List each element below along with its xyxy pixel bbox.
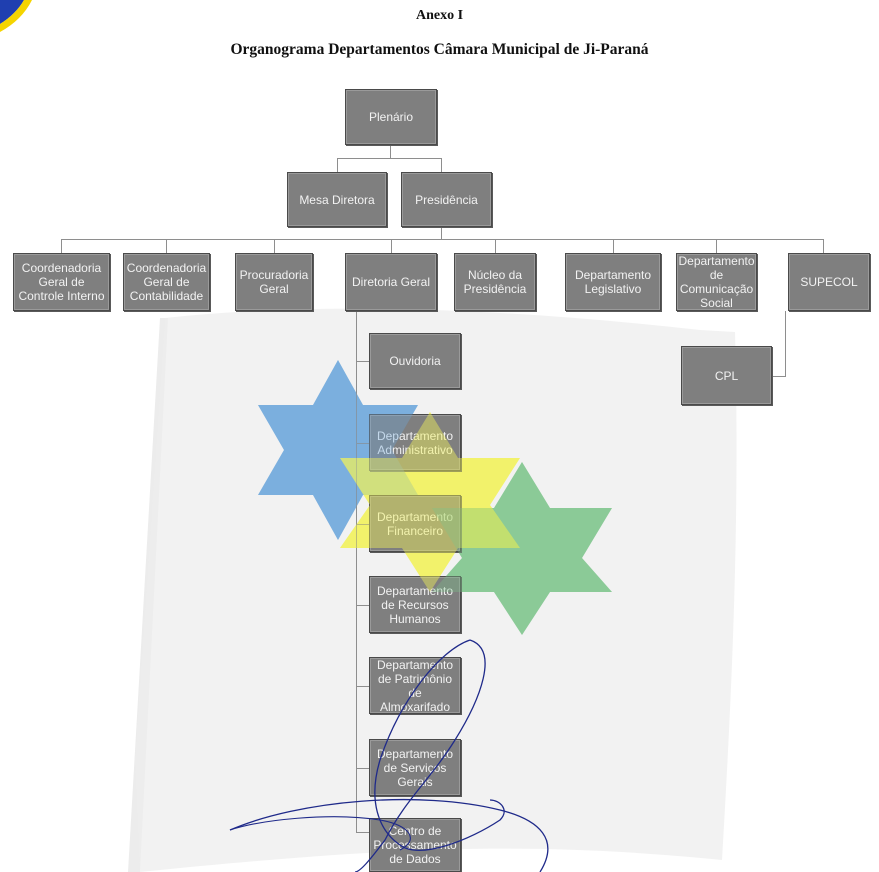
connector-line — [61, 239, 824, 240]
connector-line — [356, 443, 369, 444]
org-box-supecol[interactable]: SUPECOL — [788, 253, 870, 311]
connector-line — [166, 239, 167, 253]
org-box-dep-financeiro[interactable]: Departamento Financeiro — [369, 495, 461, 552]
org-box-mesa-diretora[interactable]: Mesa Diretora — [287, 172, 387, 227]
org-box-ouvidoria[interactable]: Ouvidoria — [369, 333, 461, 389]
org-box-controle-interno[interactable]: Coordenadoria Geral de Controle Interno — [13, 253, 110, 311]
org-box-procuradoria[interactable]: Procuradoria Geral — [235, 253, 313, 311]
connector-line — [495, 239, 496, 253]
green-star — [432, 462, 612, 635]
connector-line — [391, 239, 392, 253]
org-box-presidencia[interactable]: Presidência — [401, 172, 492, 227]
page-title: Organograma Departamentos Câmara Municip… — [230, 41, 649, 58]
org-box-cpl[interactable]: CPL — [681, 346, 772, 405]
connector-line — [441, 158, 442, 172]
org-box-nucleo-presidencia[interactable]: Núcleo da Presidência — [454, 253, 536, 311]
org-box-diretoria-geral[interactable]: Diretoria Geral — [345, 253, 437, 311]
annex-label: Anexo I — [415, 8, 464, 23]
connector-line — [823, 239, 824, 253]
org-box-comunicacao-social[interactable]: Departamento de Comunicação Social — [676, 253, 757, 311]
org-box-plenario[interactable]: Plenário — [345, 89, 437, 145]
connector-line — [274, 239, 275, 253]
org-box-dep-recursos-humanos[interactable]: Departamento de Recursos Humanos — [369, 576, 461, 633]
org-box-cpd[interactable]: Centro de Processamento de Dados — [369, 818, 461, 872]
connector-line — [356, 311, 357, 833]
connector-line — [356, 832, 369, 833]
connector-line — [337, 158, 338, 172]
org-box-contabilidade[interactable]: Coordenadoria Geral de Contabilidade — [123, 253, 210, 311]
connector-line — [356, 605, 369, 606]
connector-line — [337, 158, 442, 159]
connector-line — [716, 239, 717, 253]
org-box-dep-servicos-gerais[interactable]: Departamento de Serviços Gerais — [369, 739, 461, 796]
connector-line — [356, 686, 369, 687]
connector-line — [785, 311, 786, 376]
corner-logo — [0, 0, 32, 32]
connector-line — [441, 227, 442, 239]
org-box-legislativo[interactable]: Departamento Legislativo — [565, 253, 661, 311]
org-box-dep-patrimonio[interactable]: Departamento de Patrimônio de Almoxarifa… — [369, 657, 461, 714]
org-box-dep-administrativo[interactable]: Departamento Administrativo — [369, 414, 461, 471]
connector-line — [61, 239, 62, 253]
connector-line — [390, 145, 391, 158]
connector-line — [613, 239, 614, 253]
connector-line — [772, 376, 786, 377]
connector-line — [356, 524, 369, 525]
connector-line — [356, 361, 369, 362]
connector-line — [356, 768, 369, 769]
